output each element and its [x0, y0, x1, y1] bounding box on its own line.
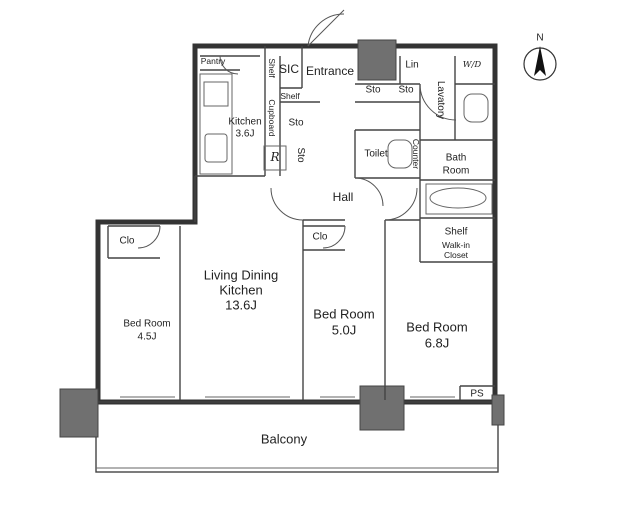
balcony-column-right [491, 394, 505, 426]
balcony-column-mid [359, 385, 405, 431]
toilet-label: Toilet [364, 148, 388, 160]
closet-mid-label: Clo [312, 231, 328, 243]
ldk-size: 13.6J [225, 297, 257, 313]
bedroom-1-size: 4.5J [137, 331, 157, 343]
toilet-bowl [387, 139, 413, 169]
refrigerator-box [263, 145, 287, 171]
compass-icon [523, 46, 557, 81]
hall-label: Hall [332, 190, 354, 205]
lavatory-basin [463, 93, 489, 123]
storage-label-4: Sto [398, 84, 414, 96]
linen-label: Lin [405, 59, 419, 71]
shelf-small-label: Shelf [280, 91, 300, 102]
kitchen-label: Kitchen [228, 116, 262, 128]
kitchen-stove [203, 81, 229, 107]
washer-dryer-label: W/D [462, 60, 482, 71]
storage-label-2: Sto [294, 147, 306, 163]
kitchen-counter [199, 73, 233, 175]
sic-label: SIC [278, 62, 300, 77]
closet-left-label: Clo [119, 235, 135, 247]
counter-label: Counter [410, 138, 421, 170]
interior-walls [107, 46, 495, 400]
entrance-column [357, 39, 397, 81]
ldk-label-line1: Living Dining [203, 267, 279, 283]
bath-room-label: Room [442, 165, 470, 177]
storage-label-3: Sto [365, 84, 381, 96]
bath-label: Bath [445, 152, 467, 164]
kitchen-size: 3.6J [235, 128, 255, 140]
balcony-label: Balcony [260, 431, 308, 447]
bedroom-2-size: 5.0J [331, 322, 357, 338]
cupboard-label: Cupboard [266, 99, 277, 137]
bedroom-1-label: Bed Room [123, 318, 171, 330]
kitchen-sink [204, 133, 228, 163]
bedroom-3-size: 6.8J [424, 335, 450, 351]
bedroom-3-label: Bed Room [406, 319, 468, 335]
storage-label-1: Sto [288, 117, 304, 129]
door-swings [137, 9, 457, 249]
closet-shelf-label: Shelf [444, 226, 468, 238]
entrance-label: Entrance [305, 64, 355, 79]
bathtub-frame [425, 183, 493, 215]
closet-label: Closet [443, 250, 469, 261]
pipe-space-label: PS [470, 388, 484, 400]
bathtub [429, 187, 487, 209]
walk-in-label: Walk-in [441, 240, 471, 251]
balcony-column-left [59, 388, 99, 438]
lavatory-label: Lavatory [434, 80, 446, 120]
shelf-sic-label: Shelf [266, 58, 277, 78]
pantry-label: Pantry [200, 56, 226, 67]
bedroom-2-label: Bed Room [313, 306, 375, 322]
refrigerator-label: R [270, 150, 280, 165]
ldk-label-line2: Kitchen [219, 282, 263, 298]
compass-north-label: N [536, 32, 544, 44]
